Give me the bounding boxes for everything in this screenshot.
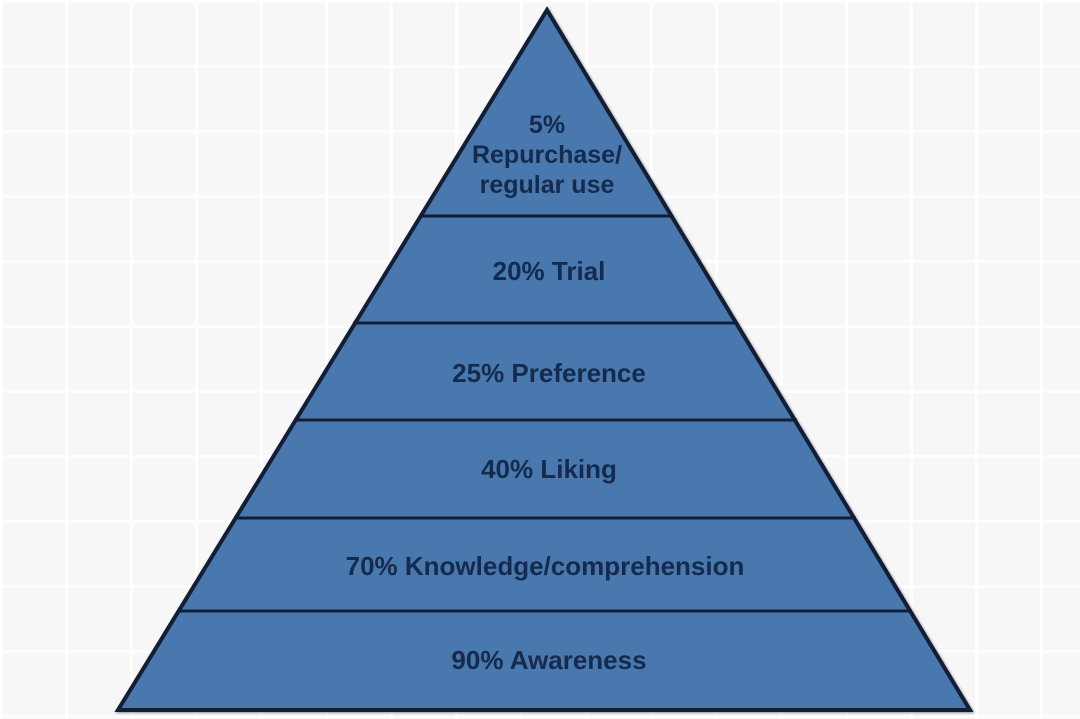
pyramid-shape [114,6,974,712]
level-3-label: 25% Preference [452,358,646,388]
level-1-value: 5% [529,111,565,139]
level-1-label-line-1: Repurchase/ [472,141,622,169]
level-1-label-line-2: regular use [480,171,615,199]
level-2-label: 20% Trial [493,256,606,286]
level-5-label: 70% Knowledge/comprehension [346,551,745,581]
level-6-label: 90% Awareness [451,645,646,675]
level-4-label: 40% Liking [481,454,617,484]
